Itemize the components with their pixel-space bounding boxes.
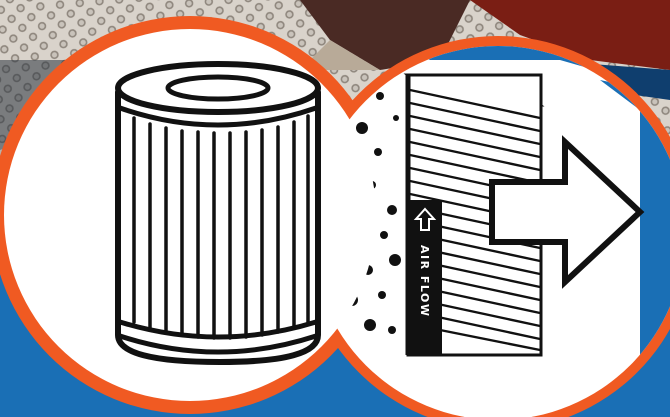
cartridge-filter-icon — [118, 64, 318, 362]
airflow-label: AIR FLOW — [418, 245, 431, 318]
